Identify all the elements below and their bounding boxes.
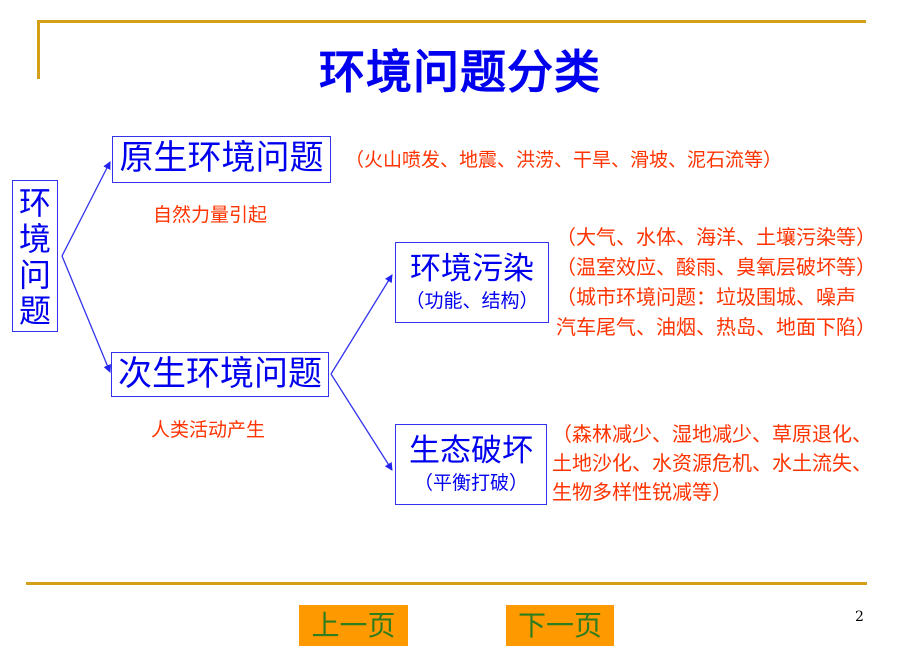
ecology-example-line: 土地沙化、水资源危机、水土流失、 bbox=[552, 451, 872, 475]
ecology-subtitle: （平衡打破） bbox=[413, 472, 528, 494]
pollution-label: 环境污染 bbox=[410, 251, 534, 287]
secondary-cause-note: 人类活动产生 bbox=[151, 419, 266, 441]
secondary-problems-label: 次生环境问题 bbox=[118, 354, 322, 394]
pollution-subtitle: （功能、结构） bbox=[405, 290, 539, 312]
page-number: 2 bbox=[855, 609, 864, 625]
primary-examples-note: （火山喷发、地震、洪涝、干旱、滑坡、泥石流等） bbox=[345, 149, 783, 171]
top-rule-line bbox=[37, 20, 866, 23]
ecology-example-line: 生物多样性锐减等） bbox=[552, 480, 732, 504]
pollution-example-line: （大气、水体、海洋、土壤污染等） bbox=[556, 225, 876, 249]
secondary-problems-node: 次生环境问题 bbox=[111, 352, 329, 397]
ecology-label: 生态破坏 bbox=[409, 433, 533, 469]
primary-problems-label: 原生环境问题 bbox=[119, 138, 324, 178]
root-char: 境 bbox=[18, 220, 51, 258]
primary-problems-node: 原生环境问题 bbox=[112, 136, 331, 183]
top-left-rule-line bbox=[37, 20, 40, 79]
root-char: 问 bbox=[18, 256, 51, 294]
pollution-example-line: 汽车尾气、油烟、热岛、地面下陷） bbox=[556, 315, 876, 339]
root-node-environmental-issues: 环 境 问 题 bbox=[12, 180, 58, 332]
ecology-example-line: （森林减少、湿地减少、草原退化、 bbox=[552, 422, 872, 446]
ecology-examples: （森林减少、湿地减少、草原退化、 土地沙化、水资源危机、水土流失、 生物多样性锐… bbox=[552, 420, 872, 507]
pollution-example-line: （城市环境问题：垃圾围城、噪声 bbox=[556, 285, 856, 309]
root-char: 题 bbox=[18, 292, 51, 330]
next-page-button[interactable]: 下一页 bbox=[506, 605, 614, 646]
pollution-examples: （大气、水体、海洋、土壤污染等） （温室效应、酸雨、臭氧层破坏等） （城市环境问… bbox=[556, 222, 876, 342]
bottom-rule-line bbox=[26, 582, 867, 585]
primary-cause-note: 自然力量引起 bbox=[153, 204, 268, 226]
prev-page-button[interactable]: 上一页 bbox=[299, 605, 408, 646]
slide-title: 环境问题分类 bbox=[319, 45, 601, 99]
ecology-node: 生态破坏 （平衡打破） bbox=[395, 424, 547, 505]
root-char: 环 bbox=[18, 184, 51, 222]
pollution-example-line: （温室效应、酸雨、臭氧层破坏等） bbox=[556, 255, 876, 279]
pollution-node: 环境污染 （功能、结构） bbox=[395, 242, 549, 323]
